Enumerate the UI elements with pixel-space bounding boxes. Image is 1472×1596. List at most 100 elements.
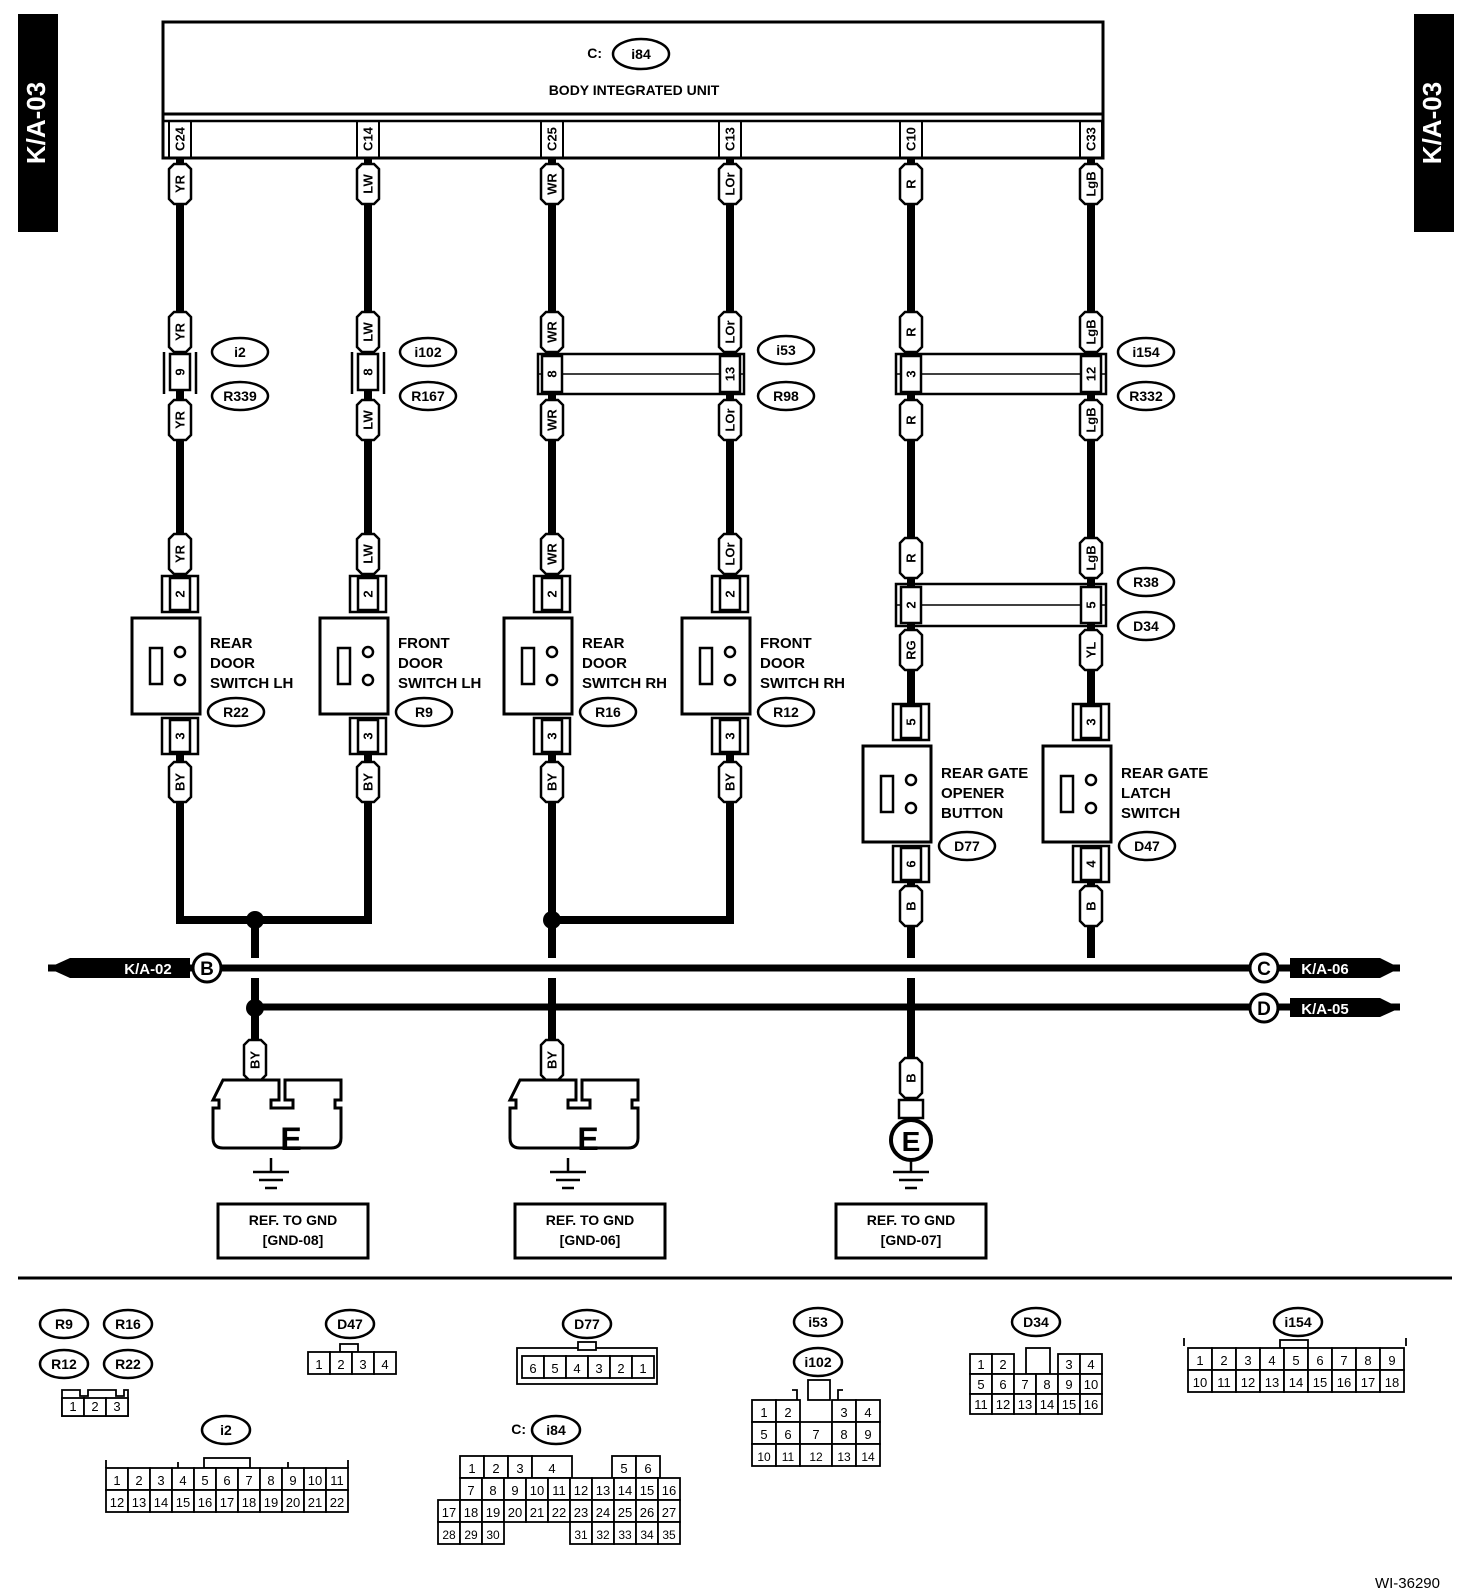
connector-id-oval — [1116, 610, 1176, 642]
legend-key — [1279, 1339, 1309, 1349]
switch-contact — [545, 645, 559, 659]
legend-id-oval — [38, 1348, 90, 1380]
legend-pin: 7 — [1021, 1377, 1028, 1392]
legend-pin: 13 — [132, 1495, 146, 1510]
legend-pin: 9 — [1388, 1353, 1395, 1368]
wire-color-label: LOr — [722, 408, 737, 431]
wire-color-label: BY — [247, 1051, 262, 1069]
legend-pin: 4 — [179, 1473, 186, 1488]
bus-ref-c: K/A-06 — [1301, 961, 1349, 978]
legend-id-oval — [530, 1414, 582, 1446]
switch-name: DOOR — [760, 655, 805, 672]
pin-box — [1079, 846, 1103, 882]
legend-cell — [1079, 1393, 1103, 1415]
wire-color-label: LgB — [1083, 171, 1098, 196]
switch-actuator — [879, 774, 895, 814]
ground-ref-box — [834, 1202, 988, 1260]
legend-pin: 15 — [1313, 1375, 1327, 1390]
legend-cell — [481, 1521, 505, 1545]
legend-pin: 6 — [529, 1361, 536, 1376]
legend-housing — [1183, 1338, 1407, 1346]
wire-color-tag — [1078, 398, 1104, 442]
unit-prefix: C: — [587, 45, 602, 61]
legend-cell — [657, 1521, 681, 1545]
legend-cell — [325, 1489, 349, 1513]
legend-pin: 5 — [977, 1377, 984, 1392]
ground-letter: E — [902, 1126, 921, 1157]
legend-pin: 15 — [1062, 1397, 1076, 1412]
legend-pin: 13 — [837, 1450, 851, 1464]
connector-id-oval — [398, 336, 458, 368]
wire-color-tag — [1078, 162, 1104, 206]
legend-id-oval — [1272, 1306, 1324, 1338]
switch-actuator — [1059, 774, 1075, 814]
page-tag-right: K/A-03 — [1414, 14, 1454, 232]
legend-cell — [631, 1355, 655, 1379]
legend-pin: 20 — [508, 1505, 522, 1520]
wire-color-label: B — [903, 901, 918, 910]
legend-pin: 5 — [620, 1461, 627, 1476]
switch-name: OPENER — [941, 785, 1005, 802]
ground-symbol — [253, 1158, 289, 1190]
pin-number: 2 — [722, 590, 737, 597]
legend-pin: 3 — [359, 1357, 366, 1372]
connector-id-oval — [937, 830, 997, 862]
legend-pin: 14 — [1289, 1375, 1303, 1390]
wire-color-tag — [898, 1056, 924, 1100]
legend-pin: 3 — [113, 1399, 120, 1414]
legend-pin: 23 — [574, 1505, 588, 1520]
wire-color-tag — [167, 310, 193, 354]
connector-id: D34 — [1133, 618, 1159, 634]
switch-contact — [723, 645, 737, 659]
switch-id: D47 — [1134, 838, 1160, 854]
switch-contact — [904, 801, 918, 815]
pin-number: 2 — [360, 590, 375, 597]
legend-pin: 27 — [662, 1505, 676, 1520]
legend-pin: 3 — [157, 1473, 164, 1488]
legend-key — [1025, 1347, 1051, 1375]
pin-number: 3 — [360, 732, 375, 739]
switch-id: R16 — [595, 704, 621, 720]
pin-box — [168, 576, 192, 612]
connector-id-oval — [206, 696, 266, 728]
legend-cell — [105, 1397, 129, 1417]
wire-color-tag — [1078, 884, 1104, 928]
switch-name: REAR — [210, 635, 253, 652]
switch-actuator — [336, 646, 352, 686]
pin-number: 6 — [903, 860, 918, 867]
switch-name: DOOR — [398, 655, 443, 672]
wire-color-label: YR — [172, 322, 187, 341]
body-integrated-unit: C: i84 BODY INTEGRATED UNIT — [161, 20, 1105, 160]
legend-pin: 17 — [442, 1505, 456, 1520]
legend-pin: 3 — [840, 1405, 847, 1420]
unit-pin-C24: C24 — [172, 126, 187, 151]
switch-name: SWITCH LH — [210, 675, 293, 692]
ground-symbol — [550, 1158, 586, 1190]
ground-ref-label: REF. TO GND — [249, 1212, 337, 1228]
legend-connector-id: R12 — [51, 1356, 77, 1372]
legend-connector-prefix: C: — [511, 1421, 526, 1437]
svg-text:K/A-03: K/A-03 — [1417, 82, 1447, 164]
pin-box — [718, 718, 742, 754]
wire-color-tag — [717, 398, 743, 442]
legend-pin: 1 — [1196, 1353, 1203, 1368]
legend-pin: 10 — [1084, 1377, 1098, 1392]
connector-frame — [162, 352, 198, 394]
ground-ref-code: [GND-06] — [560, 1232, 621, 1248]
switch-body — [130, 616, 202, 716]
switch-contact — [1084, 773, 1098, 787]
pin-number: 13 — [722, 367, 737, 381]
wire-color-tag — [1078, 628, 1104, 672]
legend-pin: 22 — [552, 1505, 566, 1520]
wire-color-label: R — [903, 553, 918, 563]
connector-id: i102 — [414, 344, 441, 360]
switch-id: D77 — [954, 838, 980, 854]
wire-color-tag — [539, 1038, 565, 1082]
ground-ref-label: REF. TO GND — [867, 1212, 955, 1228]
unit-pin-C25: C25 — [544, 127, 559, 151]
legend-pin: 19 — [264, 1495, 278, 1510]
switch-id: R9 — [415, 704, 433, 720]
legend-pin: 11 — [974, 1397, 988, 1412]
switch-body — [861, 744, 933, 844]
